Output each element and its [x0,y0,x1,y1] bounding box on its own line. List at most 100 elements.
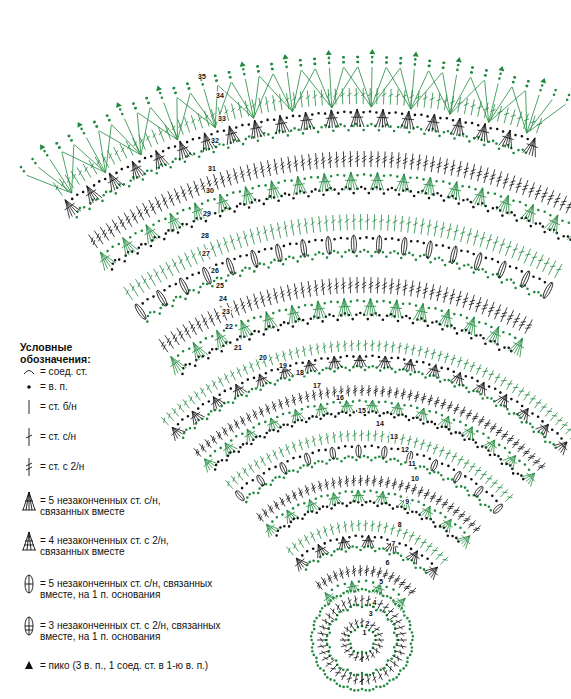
chain-row [146,249,542,323]
chain-row [111,186,571,271]
chain-row [209,399,530,471]
chain-row [310,588,414,692]
legend-text: = в. п. [40,381,190,392]
stitch-row [194,385,546,471]
row-number: 21 [233,344,243,351]
legend-text: = ст. б/н [40,401,190,412]
legend-symbol-path [25,617,33,635]
chain-row [275,500,459,543]
legend-symbol-path [25,575,33,593]
chain-row [301,535,433,565]
row-number: 28 [200,232,210,239]
legend-symbol-path [27,385,31,389]
row-number: 18 [295,369,305,376]
legend-symbol-path [25,661,33,669]
row-number: 33 [217,115,227,122]
picot-mark [40,49,546,150]
stitch-row [226,430,513,502]
row-number: 23 [221,308,231,315]
legend-symbol [25,575,33,593]
row-number: 6 [384,559,390,566]
legend-ellipse [25,575,33,593]
row-number: 13 [389,433,399,440]
legend-symbol [27,385,31,389]
row-number: 10 [410,475,420,482]
legend-symbol [22,492,36,510]
chain-row [182,365,557,449]
row-number: 12 [400,446,410,453]
row-number: 26 [210,267,220,274]
row-number: 14 [375,420,385,427]
legend-text: = 5 незаконченных ст. с/н, связанных вме… [40,578,240,600]
stitch-row [53,88,542,196]
chain-row [76,123,528,219]
row-number: 15 [357,407,367,414]
cluster-row [65,109,538,219]
stitch-row [287,520,449,564]
chain-row [331,579,401,595]
cluster-row [236,445,502,513]
row-number: 24 [218,295,228,302]
cluster-row [171,355,567,455]
legend-text: = соед. ст. [40,366,190,377]
legend-text: = ст. с/н [40,431,190,442]
row-number: 32 [210,137,220,144]
stitch-row [159,277,532,352]
stitch-row [124,214,562,300]
chain-row [325,604,400,677]
cluster-row [324,581,405,611]
legend-heading: Условные обозначения: [20,341,120,365]
row-number: 31 [207,165,217,172]
chain-row [106,173,571,252]
legend-symbol-path [24,371,34,375]
stitch-row [257,475,481,533]
legend-symbol-path [26,458,32,476]
cluster-row [204,400,535,486]
legend-symbol-path [29,400,30,414]
chain-row [177,299,517,357]
legend-symbols [22,371,36,670]
stitch-row [316,565,416,596]
row-number: 17 [312,382,322,389]
stitch-row [340,618,384,662]
legend-symbol [26,458,32,476]
legend-ellipse [25,617,33,635]
fan-row [27,67,566,193]
row-number: 5 [378,578,384,585]
chain-row [177,354,563,439]
chain-row [271,490,466,534]
chain-row [241,444,498,502]
row-number: 9 [404,498,410,505]
chain-row [305,545,428,574]
row-number: 16 [335,394,345,401]
row-number: 7 [391,539,397,546]
row-number: 20 [258,354,268,361]
row-number: 27 [201,250,211,257]
chain-row [71,110,529,200]
stitch-row [161,340,571,439]
legend-symbol [26,428,32,446]
row-number: 4 [371,598,377,605]
chain-row [181,312,512,376]
legend-symbol-path [26,428,32,446]
legend-symbol-path [22,492,36,510]
cluster-row [100,172,571,271]
legend-symbol-path [22,532,36,550]
stitch-rows [20,49,571,692]
chain-row [20,56,571,173]
row-number: 30 [205,187,215,194]
chain-row [347,625,376,654]
legend-text: = 4 незаконченных ст. с 2/н, связанных в… [40,535,200,557]
legend-text: = пико (3 в. п., 1 соед. ст. в 1-ю в. п.… [40,660,300,671]
legend-text: = ст. с 2/н [40,461,190,472]
row-number: 35 [197,73,207,80]
row-number: 19 [278,362,288,369]
row-number: 34 [215,92,225,99]
row-number: 22 [224,323,234,330]
cluster-row [170,298,524,375]
row-number: 8 [397,520,403,527]
stitch-row [317,595,407,685]
legend-text: = 5 незаконченных ст. с/н, связанных вме… [40,495,190,517]
row-number: 2 [365,619,371,626]
